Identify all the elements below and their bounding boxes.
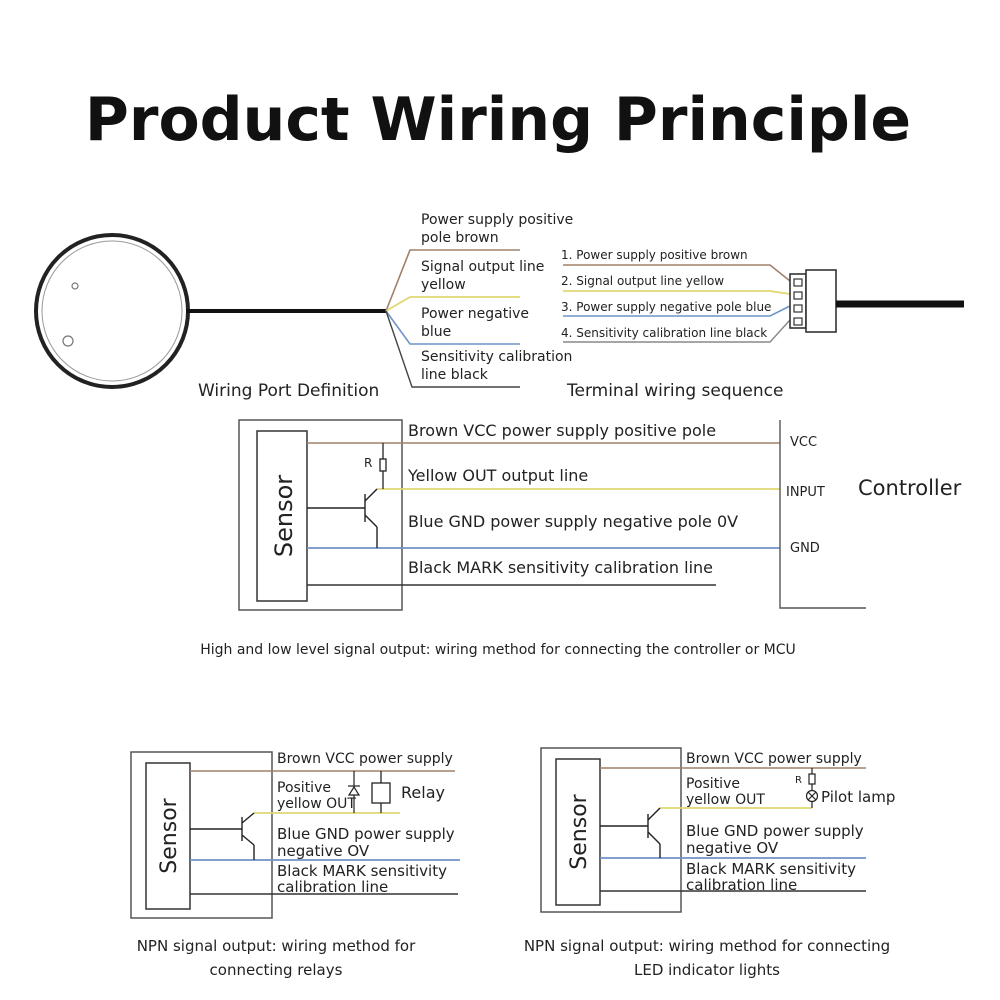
terminal-item-4: 4. Sensitivity calibration line black bbox=[561, 326, 767, 340]
relay-positive-label-2: yellow OUT bbox=[277, 796, 356, 812]
controller-label: Controller bbox=[858, 476, 962, 500]
relay-coil bbox=[371, 771, 391, 813]
terminal-item-1: 1. Power supply positive brown bbox=[561, 248, 748, 262]
pin-vcc: VCC bbox=[790, 435, 817, 450]
led-brown-label: Brown VCC power supply bbox=[686, 751, 862, 767]
relay-caption-1: NPN signal output: wiring method for bbox=[137, 937, 416, 955]
terminal-wires bbox=[563, 264, 791, 343]
led-transistor bbox=[600, 807, 661, 858]
led-black-label-1: Black MARK sensitivity bbox=[686, 860, 856, 878]
led-blue-label-1: Blue GND power supply bbox=[686, 822, 864, 840]
port-label-blue-1: Power negative bbox=[421, 306, 529, 322]
controller-sensor-label: Sensor bbox=[270, 475, 298, 557]
controller-line-brown-label: Brown VCC power supply positive pole bbox=[408, 421, 716, 440]
terminal-sequence-caption: Terminal wiring sequence bbox=[566, 381, 783, 401]
relay-sensor-box bbox=[145, 762, 191, 910]
led-sensor-label: Sensor bbox=[567, 793, 592, 869]
relay-diode bbox=[347, 771, 361, 813]
controller-resistor-label: R bbox=[364, 456, 372, 470]
brown-wire bbox=[385, 249, 520, 312]
port-label-black-2: line black bbox=[421, 367, 489, 383]
relay-black-label-1: Black MARK sensitivity bbox=[277, 862, 447, 880]
relay-positive-label-1: Positive bbox=[277, 780, 331, 796]
led-positive-label-1: Positive bbox=[686, 776, 740, 792]
controller-caption: High and low level signal output: wiring… bbox=[200, 642, 796, 658]
led-sensor-frame bbox=[540, 747, 682, 913]
controller-transistor bbox=[307, 488, 378, 548]
black-wire bbox=[385, 310, 520, 388]
sensor-disc bbox=[34, 233, 190, 389]
led-caption-2: LED indicator lights bbox=[634, 961, 780, 979]
relay-caption-2: connecting relays bbox=[210, 961, 343, 979]
led-diagram: Sensor R Brown VCC power supply Positive bbox=[540, 747, 895, 913]
port-label-brown-1: Power supply positive bbox=[421, 212, 573, 228]
controller-diagram: Sensor R Brown VCC power supply positive… bbox=[238, 419, 962, 611]
page-title: Product Wiring Principle bbox=[85, 85, 911, 155]
relay-brown-label: Brown VCC power supply bbox=[277, 751, 453, 767]
led-positive-label-2: yellow OUT bbox=[686, 792, 765, 808]
led-sensor-box bbox=[555, 758, 601, 906]
pin-input: INPUT bbox=[786, 485, 825, 500]
port-definition-caption: Wiring Port Definition bbox=[198, 381, 379, 401]
relay-transistor bbox=[190, 812, 255, 860]
terminal-item-2: 2. Signal output line yellow bbox=[561, 274, 724, 288]
led-caption-1: NPN signal output: wiring method for con… bbox=[524, 937, 890, 955]
port-label-black-1: Sensitivity calibration bbox=[421, 349, 572, 365]
led-resistor bbox=[808, 768, 816, 790]
relay-label: Relay bbox=[401, 783, 445, 802]
blue-wire bbox=[385, 310, 520, 345]
relay-sensor-label: Sensor bbox=[157, 797, 182, 873]
terminal-item-3: 3. Power supply negative pole blue bbox=[561, 300, 771, 314]
connector-plug bbox=[789, 269, 964, 333]
port-label-yellow-1: Signal output line bbox=[421, 259, 544, 275]
led-resistor-label: R bbox=[795, 775, 802, 786]
controller-resistor bbox=[379, 443, 387, 489]
controller-line-yellow-label: Yellow OUT output line bbox=[407, 466, 588, 485]
port-label-brown-2: pole brown bbox=[421, 230, 499, 246]
led-blue-label-2: negative OV bbox=[686, 839, 779, 857]
led-black-label-2: calibration line bbox=[686, 876, 797, 894]
relay-black-label-2: calibration line bbox=[277, 878, 388, 896]
pilot-lamp-label: Pilot lamp bbox=[821, 788, 895, 806]
controller-line-black-label: Black MARK sensitivity calibration line bbox=[408, 558, 713, 577]
controller-sensor-frame bbox=[238, 419, 403, 611]
pin-gnd: GND bbox=[790, 541, 820, 556]
controller-frame bbox=[779, 420, 866, 609]
relay-blue-label-2: negative OV bbox=[277, 842, 370, 860]
yellow-wire bbox=[385, 296, 520, 312]
port-label-blue-2: blue bbox=[421, 324, 451, 340]
controller-sensor-box bbox=[256, 430, 308, 602]
pilot-lamp-icon bbox=[805, 789, 819, 808]
port-wires bbox=[385, 249, 520, 388]
relay-blue-label-1: Blue GND power supply bbox=[277, 825, 455, 843]
controller-line-blue-label: Blue GND power supply negative pole 0V bbox=[408, 512, 738, 531]
port-label-yellow-2: yellow bbox=[421, 277, 466, 293]
relay-sensor-frame bbox=[130, 751, 273, 919]
relay-diagram: Sensor Brown VCC power supply Positive y… bbox=[130, 751, 460, 919]
